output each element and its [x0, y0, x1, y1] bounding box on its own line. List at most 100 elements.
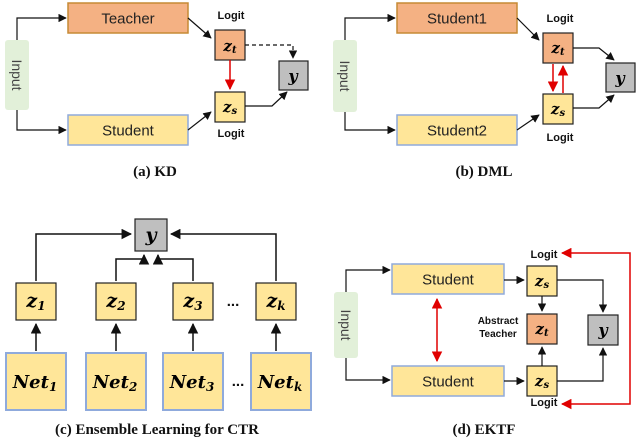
ensemble-z1-label: z1	[25, 290, 45, 313]
dml-zs-base: z	[550, 100, 560, 118]
ektf-input-to-student-top-arrow	[345, 265, 391, 292]
ensemble-netk-base: Net	[257, 372, 295, 393]
dml-input-to-student1-arrow	[344, 13, 396, 40]
ensemble-net2-sub: 2	[128, 380, 137, 394]
kd-zt-to-output-dashed-arrow	[245, 44, 298, 59]
dml-zs-to-output-arrow	[573, 94, 615, 109]
ensemble-z1-box	[15, 282, 57, 321]
kd-output-label: y	[287, 67, 299, 86]
ensemble-z2-sub: 2	[116, 299, 125, 313]
ensemble-z2-box	[95, 282, 137, 321]
ensemble-net3-base: Net	[169, 372, 207, 393]
dml-input-label: Input	[337, 60, 353, 91]
ensemble-net3-label: Net3	[169, 372, 215, 395]
ensemble-z3-label: z3	[182, 290, 202, 313]
kd-zt-base: z	[222, 37, 232, 55]
ensemble-z3-sub: 3	[194, 299, 202, 313]
ektf-zs-bottom-base: z	[534, 372, 544, 390]
ensemble-z1-base: z	[25, 290, 38, 312]
ensemble-z3-base: z	[182, 290, 195, 312]
dml-zs-sub: s	[559, 108, 565, 119]
kd-input-to-student-arrow	[16, 110, 67, 135]
dml-zt-box	[542, 32, 574, 64]
ektf-zs-top-base: z	[534, 272, 544, 290]
dml-zt-label: zt	[550, 39, 565, 58]
ektf-output-box	[587, 314, 619, 346]
ensemble-net1-sub: 1	[49, 380, 57, 394]
ektf-logit-top-label: Logit	[531, 249, 558, 261]
dml-zt-to-output-arrow	[573, 47, 615, 61]
kd-input-label: Input	[9, 59, 25, 90]
ensemble-line-3	[152, 253, 194, 281]
kd-zt-sub: t	[232, 45, 237, 56]
ensemble-ellipsis-top: ...	[227, 293, 240, 310]
ektf-student-top-label: Student	[422, 272, 475, 289]
ensemble-output-label: y	[144, 224, 158, 246]
ektf-zt-label: zt	[534, 320, 549, 339]
ektf-input-to-student-bottom-arrow	[345, 358, 391, 385]
dml-zt-base: z	[550, 39, 560, 57]
kd-zt-label: zt	[222, 37, 237, 56]
ektf-caption: (d) EKTF	[453, 422, 516, 438]
dml-student1-label: Student1	[427, 11, 487, 28]
ensemble-netk-sub: k	[294, 380, 302, 394]
dml-student2-box	[396, 114, 518, 146]
dml-input-to-student2-arrow	[344, 112, 396, 135]
ektf-zs-bottom-sub: s	[543, 380, 549, 391]
ensemble-zk-label: zk	[265, 290, 285, 313]
ensemble-z1-sub: 1	[37, 299, 45, 313]
ektf-zt-base: z	[534, 320, 544, 338]
ensemble-net1-box	[5, 352, 67, 411]
panel-dml: Input Student1 Student2 Logit zt zs Logi…	[333, 2, 636, 180]
kd-output-box	[278, 60, 309, 91]
ektf-feedback-bottom-arrow	[560, 330, 631, 410]
ensemble-z2-label: z2	[105, 290, 125, 313]
ektf-abstract-teacher-line1: Abstract	[478, 316, 519, 327]
dml-student1-box	[396, 2, 518, 34]
panel-ensemble: y z1 z2 z3 ... zk Net1 Net2 Net3 ...	[5, 218, 312, 438]
kd-student-label: Student	[102, 123, 155, 140]
kd-caption: (a) KD	[133, 164, 177, 180]
ektf-logit-bottom-label: Logit	[531, 397, 558, 409]
ensemble-ellipsis-bottom: ...	[232, 373, 245, 390]
panel-ektf: Input Student Student Abstract Teacher L…	[334, 247, 631, 438]
ensemble-zk-base: z	[265, 290, 278, 312]
ensemble-z2-base: z	[105, 290, 118, 312]
ektf-zt-box	[526, 313, 558, 345]
ektf-student-top-box	[391, 263, 505, 295]
kd-teacher-to-zt-arrow	[187, 17, 212, 39]
dml-zt-sub: t	[560, 47, 565, 58]
kd-logit-top-label: Logit	[218, 10, 245, 22]
ektf-zs-top-sub: s	[543, 280, 549, 291]
dml-zs-box	[542, 93, 574, 125]
dml-logit-bottom-label: Logit	[547, 132, 574, 144]
kd-zs-label: zs	[222, 98, 238, 117]
ektf-feedback-top-arrow	[560, 247, 631, 330]
kd-input-to-teacher-arrow	[16, 13, 67, 40]
dml-output-label: y	[614, 69, 626, 88]
ektf-abstract-teacher-line2: Teacher	[479, 329, 517, 340]
ensemble-z3-box	[172, 282, 214, 321]
ensemble-netk-box	[250, 352, 312, 411]
kd-zs-to-output-arrow	[245, 91, 288, 107]
kd-student-box	[67, 114, 189, 146]
dml-student2-to-zs-arrow	[516, 114, 540, 131]
ensemble-netk-label: Netk	[257, 372, 303, 395]
ensemble-caption: (c) Ensemble Learning for CTR	[55, 422, 259, 438]
ensemble-line-1	[35, 228, 133, 281]
kd-logit-bottom-label: Logit	[218, 128, 245, 140]
ektf-zs-top-to-output-arrow	[557, 279, 608, 313]
kd-input-box	[5, 40, 29, 110]
ensemble-net3-box	[162, 352, 224, 411]
kd-teacher-label: Teacher	[101, 11, 154, 28]
ensemble-zk-sub: k	[277, 299, 285, 313]
kd-zs-sub: s	[231, 106, 237, 117]
ensemble-net2-base: Net	[92, 372, 130, 393]
ektf-input-label: Input	[338, 309, 354, 340]
ensemble-net3-sub: 3	[206, 380, 214, 394]
ensemble-net2-label: Net2	[92, 372, 138, 395]
ektf-output-label: y	[597, 321, 609, 340]
ektf-zs-top-label: zs	[534, 272, 550, 291]
kd-student-to-zs-arrow	[187, 111, 212, 131]
ektf-student-bottom-label: Student	[422, 374, 475, 391]
